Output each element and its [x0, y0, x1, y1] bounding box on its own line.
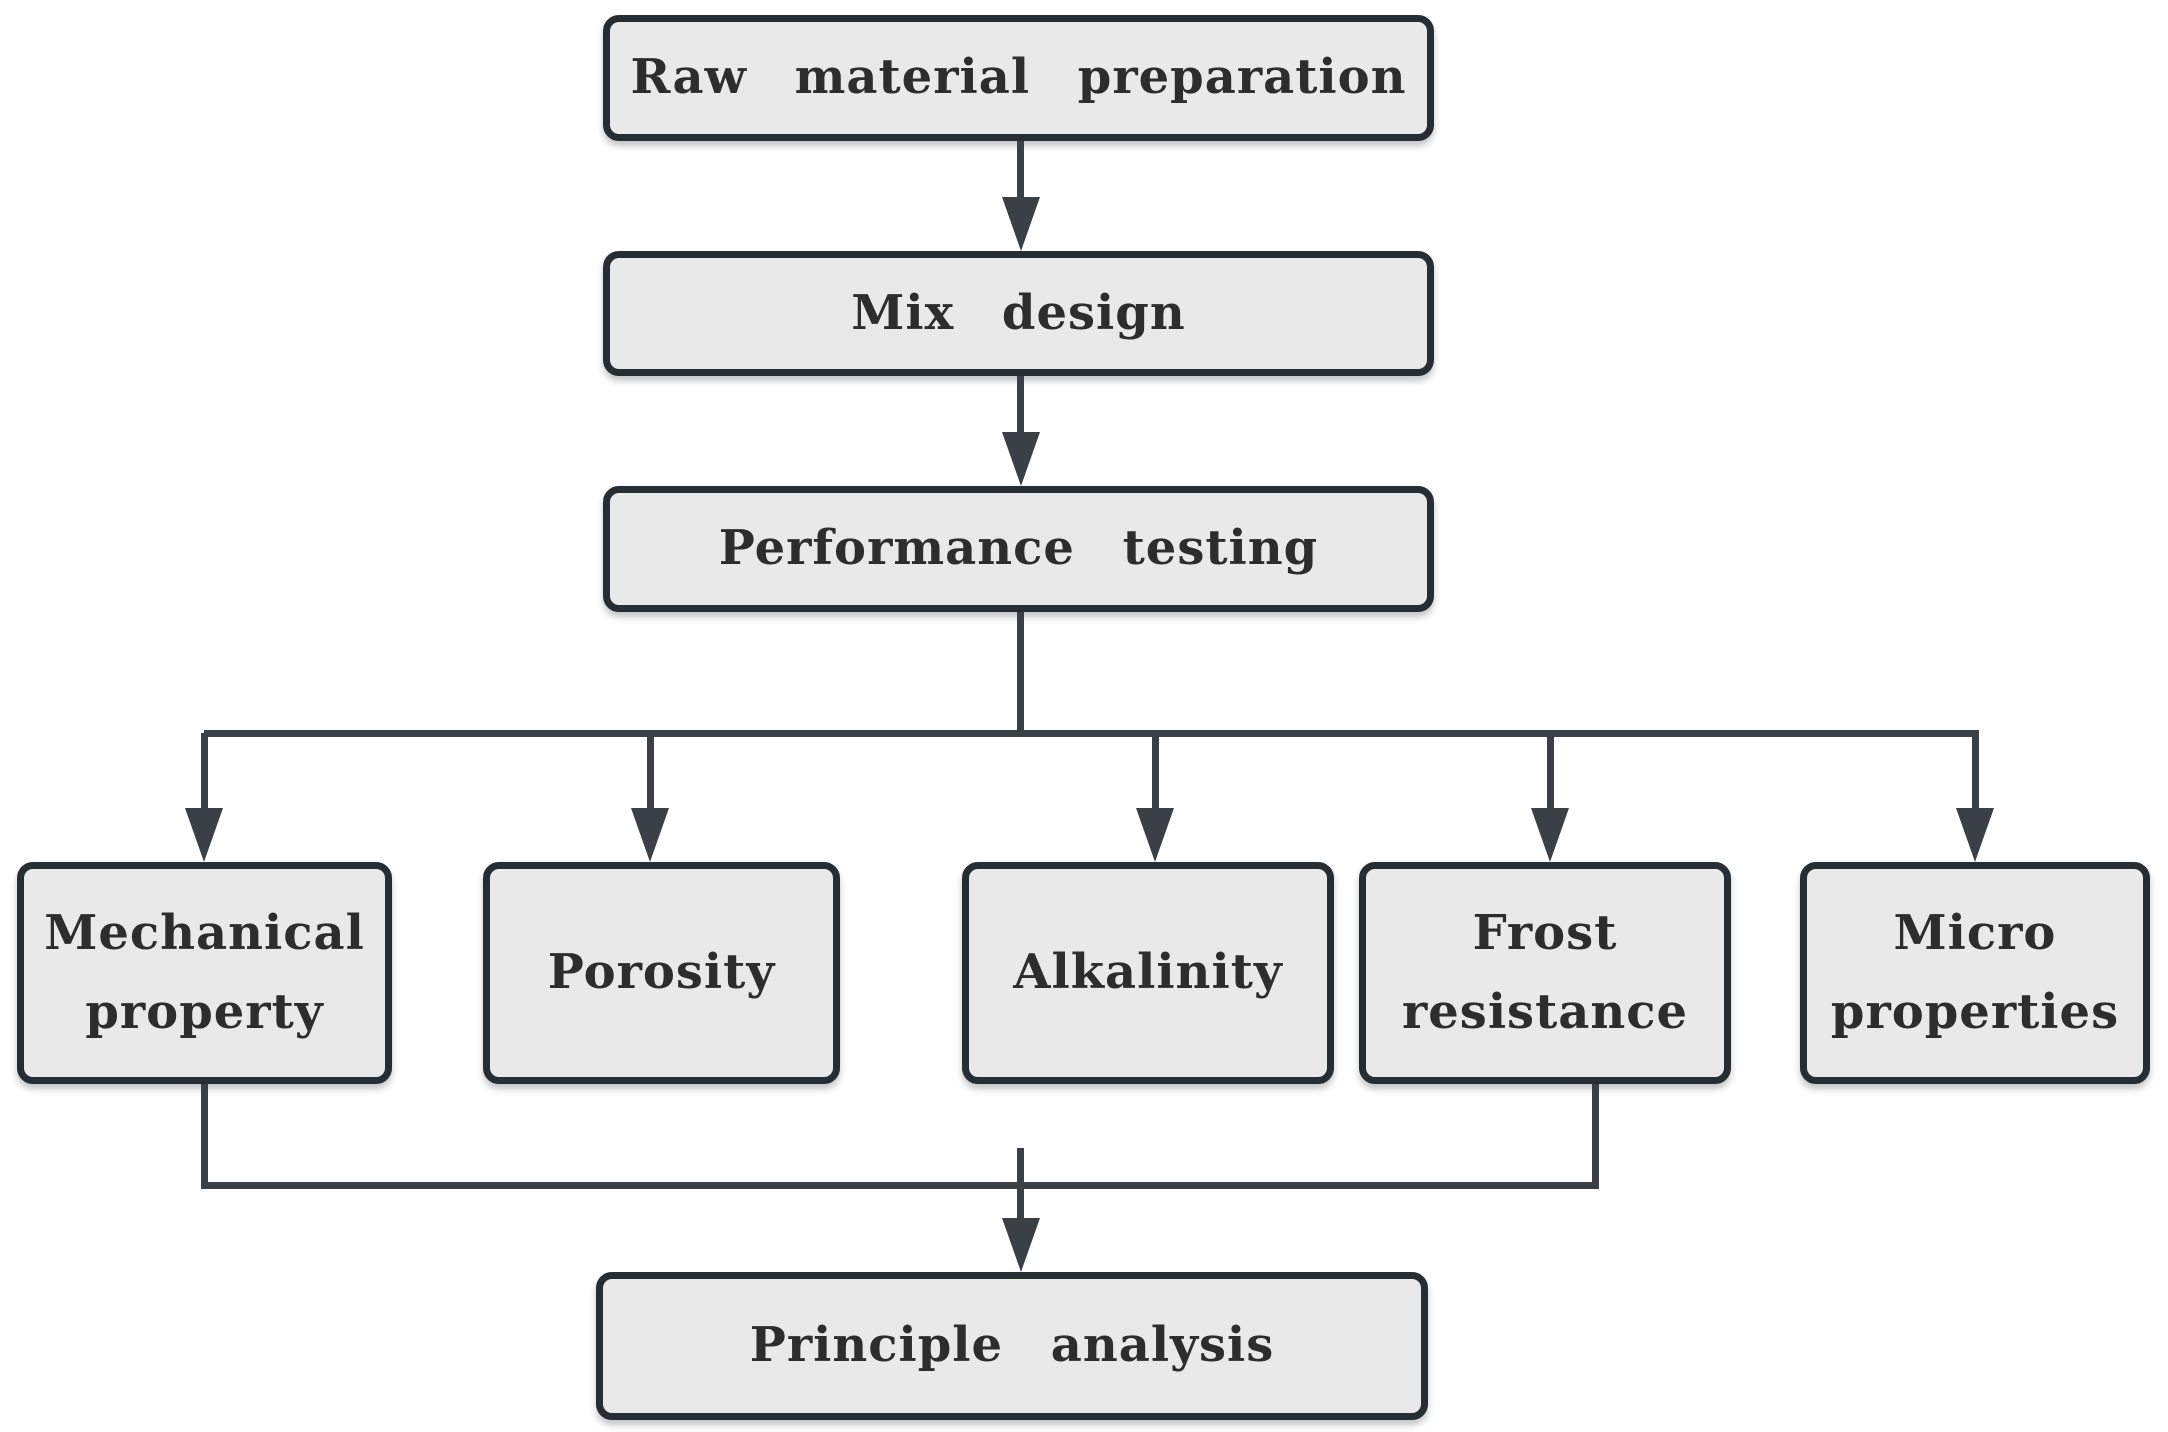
node-micro-properties: Micro properties — [1800, 862, 2150, 1084]
edge-branch-to-porosity-stem — [647, 733, 654, 813]
node-raw-material-preparation: Raw material preparation — [603, 15, 1434, 141]
edge-branch-to-mechanical-stem — [201, 733, 208, 813]
edge-branch-to-alkalinity-arrowhead-icon — [1136, 808, 1174, 862]
node-mix-design-label: Mix design — [851, 284, 1186, 341]
edge-branch-to-mechanical-arrowhead-icon — [185, 808, 223, 862]
edge-branch-to-micro-arrowhead-icon — [1956, 808, 1994, 862]
edge-mechanical-to-merge-stem — [201, 1084, 208, 1189]
node-mechanical-property: Mechanical property — [17, 862, 392, 1084]
node-alkalinity-label: Alkalinity — [1013, 944, 1283, 1001]
node-performance-testing-label: Performance testing — [718, 520, 1319, 577]
node-micro-properties-label: Micro properties — [1830, 904, 2120, 1040]
edge-frost-to-merge-stem — [1592, 1084, 1599, 1189]
edge-branch-to-alkalinity-stem — [1152, 733, 1159, 813]
node-mechanical-property-label: Mechanical property — [44, 904, 365, 1040]
merge-collector-line — [201, 1182, 1599, 1189]
node-principle-analysis-label: Principle analysis — [749, 1317, 1275, 1374]
edge-raw-to-mix-arrowhead-icon — [1002, 197, 1040, 251]
edge-branch-to-frost-stem — [1547, 733, 1554, 813]
node-mix-design: Mix design — [603, 251, 1434, 376]
branch-distribution-line — [204, 730, 1979, 737]
edge-merge-to-principle-arrowhead-icon — [1002, 1218, 1040, 1272]
node-porosity-label: Porosity — [547, 944, 776, 1001]
node-principle-analysis: Principle analysis — [596, 1272, 1428, 1420]
edge-branch-to-micro-stem — [1972, 733, 1979, 813]
node-raw-material-preparation-label: Raw material preparation — [630, 49, 1407, 106]
node-frost-resistance: Frost resistance — [1359, 862, 1731, 1084]
node-porosity: Porosity — [483, 862, 840, 1084]
edge-branch-to-frost-arrowhead-icon — [1531, 808, 1569, 862]
node-performance-testing: Performance testing — [603, 486, 1434, 612]
edge-branch-to-porosity-arrowhead-icon — [631, 808, 669, 862]
edge-mix-to-performance-stem — [1017, 376, 1024, 438]
node-frost-resistance-label: Frost resistance — [1401, 904, 1689, 1040]
edge-merge-to-principle-stem — [1017, 1148, 1024, 1220]
edge-mix-to-performance-arrowhead-icon — [1002, 432, 1040, 486]
edge-raw-to-mix-stem — [1017, 141, 1024, 203]
edge-performance-to-branch-stem — [1017, 612, 1024, 737]
node-alkalinity: Alkalinity — [962, 862, 1334, 1084]
